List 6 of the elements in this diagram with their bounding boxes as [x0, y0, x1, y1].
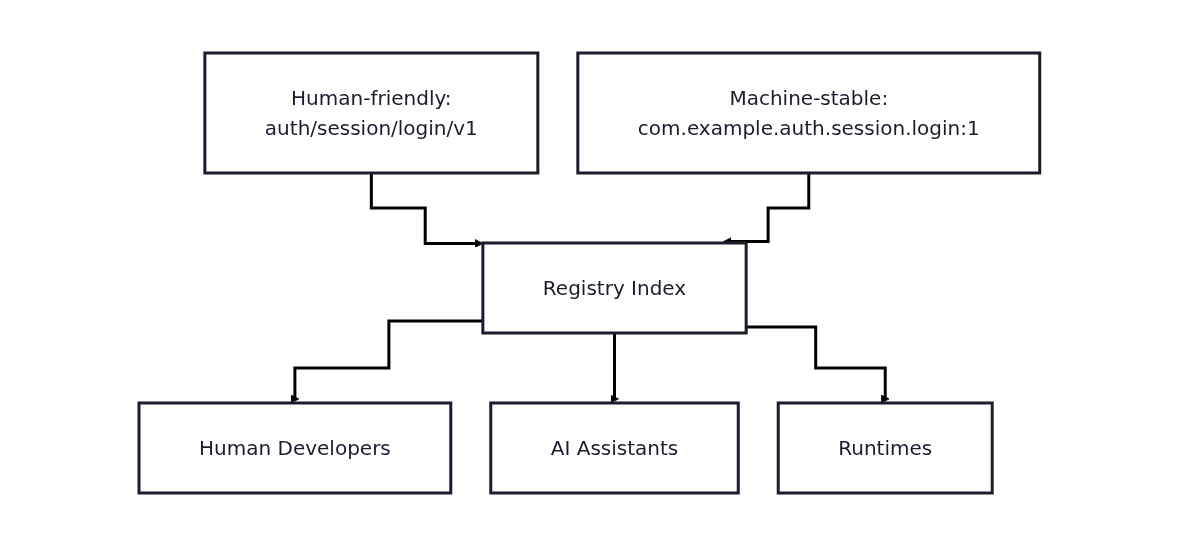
node-box: Runtimes — [776, 401, 994, 495]
node-box: Human-friendly: auth/session/login/v1 — [203, 51, 539, 175]
node-box: AI Assistants — [488, 401, 740, 495]
node-box: Human Developers — [137, 401, 452, 495]
node-box: Registry Index — [481, 241, 748, 335]
node-box: Machine-stable: com.example.auth.session.login:1 — [575, 51, 1041, 175]
